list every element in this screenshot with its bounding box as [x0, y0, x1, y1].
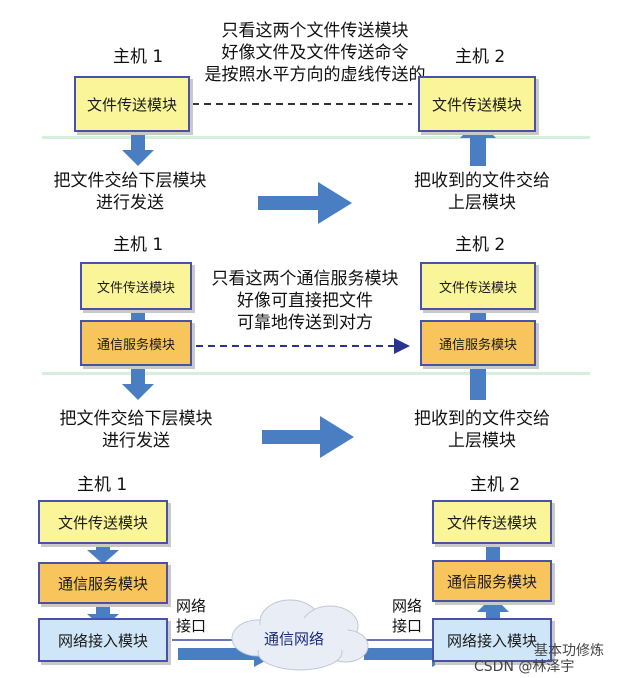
host2-label: 主机 2 — [455, 235, 506, 255]
communication-service-module-host2: 通信服务模块 — [420, 320, 536, 366]
note-line: 好像文件及文件传送命令 — [221, 43, 409, 63]
text-line: 把文件交给下层模块 — [59, 409, 213, 429]
text-line: 网络 — [176, 597, 207, 615]
communication-service-module-host1: 通信服务模块 — [80, 320, 192, 366]
host1-label: 主机 1 — [77, 475, 128, 495]
text-line: 接口 — [392, 617, 423, 635]
note-line: 是按照水平方向的虚线传送的 — [204, 65, 426, 85]
communication-network-label: 通信网络 — [264, 630, 325, 648]
text-line: 进行发送 — [96, 193, 164, 213]
text-line: 把文件交给下层模块 — [53, 171, 207, 191]
file-transfer-module-host2: 文件传送模块 — [432, 500, 552, 544]
note-communication-service: 只看这两个通信服务模块 好像可直接把文件 可靠地传送到对方 — [190, 268, 420, 334]
text-line: 把收到的文件交给 — [414, 409, 550, 429]
text-line: 把收到的文件交给 — [414, 171, 550, 191]
network-interface-label-right: 网络 接口 — [392, 596, 422, 636]
text-line: 网络 — [392, 597, 423, 615]
communication-service-module-host1: 通信服务模块 — [38, 562, 168, 604]
network-access-module-host1: 网络接入模块 — [38, 618, 168, 662]
note-line: 可靠地传送到对方 — [237, 313, 373, 333]
file-transfer-module-host1: 文件传送模块 — [74, 76, 190, 132]
communication-service-module-host2: 通信服务模块 — [432, 560, 552, 602]
handoff-down-text: 把文件交给下层模块 进行发送 — [30, 170, 230, 214]
down-arrow-3b — [87, 604, 119, 628]
host1-label: 主机 1 — [113, 47, 164, 67]
up-arrow-3b — [477, 530, 509, 560]
file-transfer-module-host2: 文件传送模块 — [420, 262, 536, 310]
big-right-arrow-1 — [258, 182, 352, 224]
separator-2 — [42, 372, 590, 375]
text-line: 进行发送 — [102, 431, 170, 451]
up-arrow-3a — [477, 596, 509, 628]
text-line: 上层模块 — [448, 431, 516, 451]
note-line: 好像可直接把文件 — [237, 291, 373, 311]
file-transfer-module-host2: 文件传送模块 — [418, 76, 536, 132]
handoff-up-text: 把收到的文件交给 上层模块 — [392, 408, 572, 452]
note-line: 只看这两个通信服务模块 — [211, 269, 399, 289]
text-line: 上层模块 — [448, 193, 516, 213]
down-arrow-3a — [87, 540, 119, 564]
host1-label: 主机 1 — [113, 235, 164, 255]
down-arrow-2b — [122, 366, 154, 400]
file-transfer-module-host1: 文件传送模块 — [80, 262, 192, 310]
big-right-arrow-2 — [262, 416, 354, 458]
file-transfer-module-host1: 文件传送模块 — [38, 500, 168, 544]
separator-1 — [42, 136, 590, 139]
note-file-transfer: 只看这两个文件传送模块 好像文件及文件传送命令 是按照水平方向的虚线传送的 — [190, 20, 440, 86]
handoff-down-text: 把文件交给下层模块 进行发送 — [36, 408, 236, 452]
network-interface-label-left: 网络 接口 — [176, 596, 206, 636]
watermark-line1: 基本功修炼 — [534, 643, 604, 659]
down-arrow-1 — [122, 134, 154, 166]
network-access-module-host2: 网络接入模块 — [432, 618, 552, 662]
handoff-up-text: 把收到的文件交给 上层模块 — [392, 170, 572, 214]
host2-label: 主机 2 — [470, 475, 521, 495]
note-line: 只看这两个文件传送模块 — [221, 21, 409, 41]
host2-label: 主机 2 — [455, 47, 506, 67]
link-arrow-left — [178, 641, 278, 667]
cloud-shape — [231, 599, 369, 671]
text-line: 接口 — [176, 617, 207, 635]
watermark-line2: CSDN @林泽宇 — [474, 659, 575, 675]
